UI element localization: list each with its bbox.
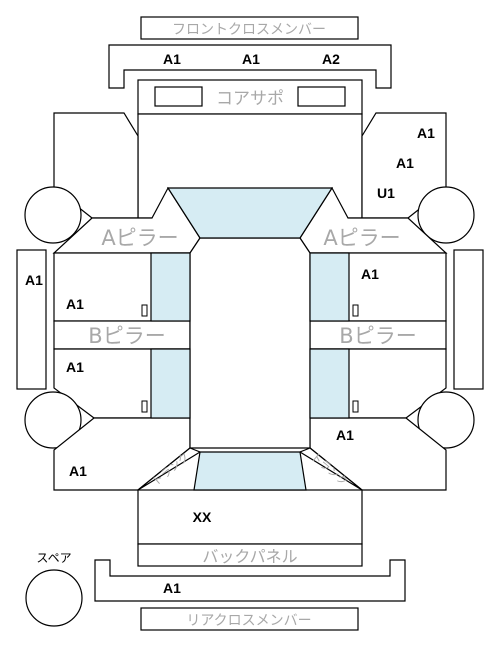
grade-left-side-step: A1 xyxy=(25,272,43,288)
grade-rear-cross-member: A1 xyxy=(163,580,181,596)
grade-front-cross-left: A1 xyxy=(163,51,181,67)
rear-door-glass-right[interactable] xyxy=(309,348,350,419)
b-pillar-right-label: Bピラー xyxy=(339,324,416,348)
grade-rear-left-quarter: A1 xyxy=(69,463,87,479)
grade-front-right-fender-upper: A1 xyxy=(417,125,435,141)
core-support-label: コアサポ xyxy=(216,89,284,109)
side-step-right[interactable] xyxy=(453,249,484,390)
front-wheel-right[interactable] xyxy=(417,186,475,244)
rear-cross-member-bracket[interactable] xyxy=(94,559,406,602)
grade-front-left-door: A1 xyxy=(66,296,84,312)
rear-wheel-left[interactable] xyxy=(24,391,82,449)
grade-front-cross-center: A1 xyxy=(242,51,260,67)
front-wheel-left[interactable] xyxy=(24,186,82,244)
door-handle-rear-right xyxy=(352,400,359,413)
trunk-side-right[interactable] xyxy=(298,447,363,491)
rear-cross-member-label-box[interactable] xyxy=(140,607,359,631)
grade-front-right-fender-lower: U1 xyxy=(377,185,395,201)
trunk[interactable] xyxy=(137,489,363,545)
front-door-glass-left[interactable] xyxy=(150,252,191,322)
spare-tire[interactable] xyxy=(25,569,83,627)
back-panel-label: バックパネル xyxy=(202,547,297,566)
rear-door-glass-left[interactable] xyxy=(150,348,191,419)
grade-front-cross-right: A2 xyxy=(322,51,340,67)
side-step-left[interactable] xyxy=(16,249,47,390)
headlight-left[interactable] xyxy=(154,86,203,107)
windshield[interactable] xyxy=(166,187,334,239)
front-cross-member-label-box[interactable] xyxy=(140,16,359,40)
door-handle-front-right xyxy=(352,304,359,317)
front-cross-member-bracket[interactable] xyxy=(108,44,392,89)
roof[interactable] xyxy=(189,237,311,449)
b-pillar-left-label: Bピラー xyxy=(88,324,165,348)
grade-rear-left-door: A1 xyxy=(66,359,84,375)
a-pillar-left-label: Aピラー xyxy=(101,226,178,250)
front-door-glass-right[interactable] xyxy=(309,252,350,322)
headlight-right[interactable] xyxy=(297,86,346,107)
spare-label: スペア xyxy=(36,551,71,565)
front-cross-member-label: フロントクロスメンバー xyxy=(172,22,326,38)
a-pillar-right-label: Aピラー xyxy=(323,226,400,250)
b-pillar-right[interactable] xyxy=(309,320,447,350)
grade-front-right-door: A1 xyxy=(361,266,379,282)
trunk-side-left[interactable] xyxy=(137,447,202,491)
door-handle-front-left xyxy=(141,304,148,317)
grade-front-right-fender-middle: A1 xyxy=(396,155,414,171)
door-handle-rear-left xyxy=(141,400,148,413)
back-panel[interactable] xyxy=(137,543,363,567)
grade-trunk: XX xyxy=(193,509,212,525)
rear-cross-member-label: リアクロスメンバー xyxy=(186,613,311,629)
rear-wheel-right[interactable] xyxy=(417,391,475,449)
rear-window[interactable] xyxy=(193,451,307,491)
grade-rear-right-quarter: A1 xyxy=(336,427,354,443)
